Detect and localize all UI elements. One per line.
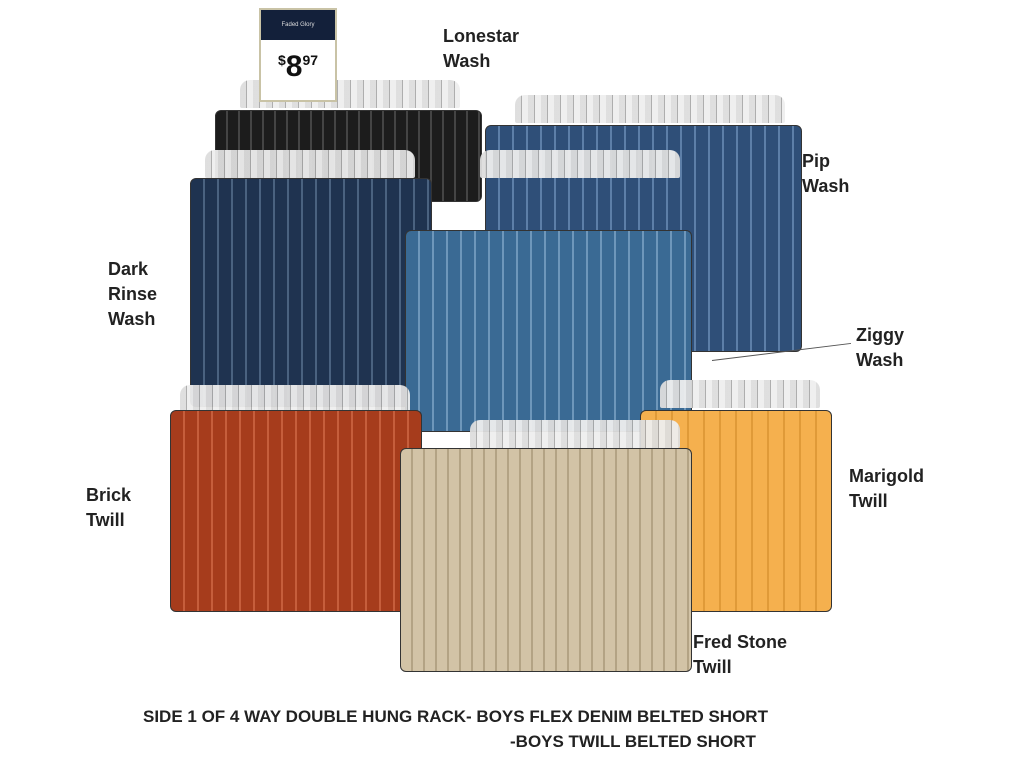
- price: $897: [277, 50, 319, 83]
- hangers: [480, 150, 680, 178]
- brand-logo: Faded Glory: [261, 10, 335, 40]
- hangers: [180, 385, 410, 413]
- fred-stone-twill-shorts: [400, 448, 692, 672]
- brick-twill-shorts: [170, 410, 422, 612]
- price-sign: Faded Glory $897: [259, 8, 337, 102]
- hangers: [660, 380, 820, 408]
- ziggy-wash-shorts: [405, 230, 692, 432]
- caption-line-2: -BOYS TWILL BELTED SHORT: [510, 732, 756, 751]
- caption-line-1: SIDE 1 OF 4 WAY DOUBLE HUNG RACK- BOYS F…: [143, 707, 768, 726]
- hangers: [470, 420, 680, 448]
- dark-rinse-wash-shorts: [190, 178, 432, 407]
- hangers: [205, 150, 415, 178]
- hangers: [515, 95, 785, 123]
